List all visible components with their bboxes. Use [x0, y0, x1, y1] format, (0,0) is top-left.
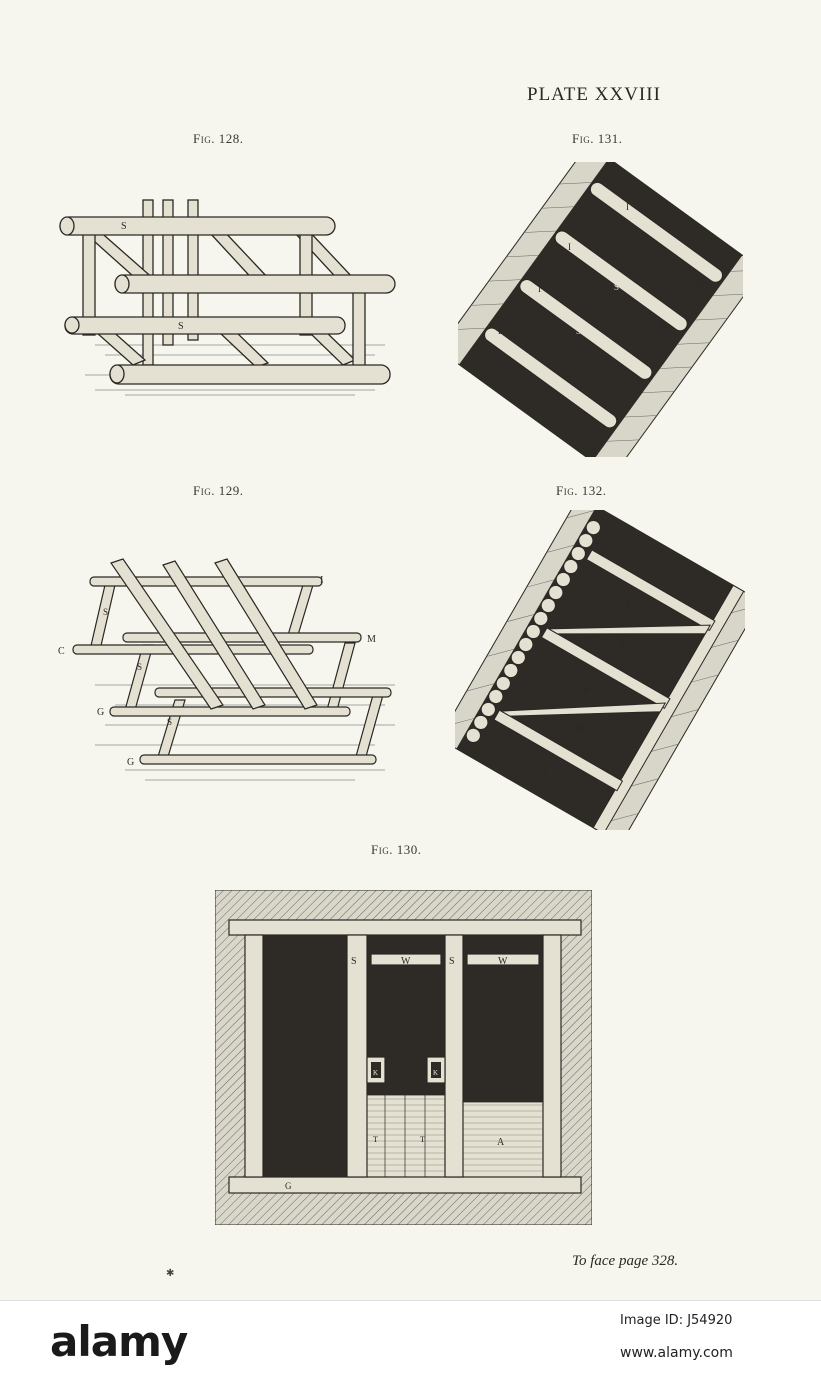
fig-128-caption: Fig. 128. [193, 131, 244, 146]
watermark-footer: alamy Image ID: J54920 www.alamy.com [0, 1300, 821, 1391]
fig-129-label-8: S [167, 717, 172, 727]
fig-129-inclined-crib: I M C G G S S S [58, 558, 395, 781]
fig-131-label-5: S [614, 282, 619, 292]
fig-131-inclined-shaft: I I I I S S S G G [458, 162, 743, 457]
fig-132-label-3: S [583, 684, 588, 694]
plate-title: PLATE XXVIII [527, 84, 661, 105]
fig-130-label-s2: S [449, 956, 455, 967]
fig-128-label-1: S [121, 221, 127, 232]
fig-132-label-1: S [625, 602, 630, 612]
fig-129-label-3: C [58, 646, 65, 657]
fig-129-label-4: G [97, 707, 104, 718]
footer-brand: alamy [50, 1317, 188, 1366]
fig-131-label-4: I [498, 326, 501, 336]
fig-131-label-3: I [538, 284, 541, 294]
fig-132-caption: Fig. 132. [556, 483, 607, 498]
fig-129-label-5: G [127, 757, 134, 768]
fig-132-label-4: N [575, 724, 582, 734]
fig-131-label-1: I [626, 202, 629, 212]
ink-speck: ✱ [166, 1268, 175, 1279]
fig-129-label-1: I [320, 575, 323, 586]
facing-page-note: To face page 328. [572, 1253, 679, 1269]
fig-130-caption: Fig. 130. [371, 842, 422, 857]
fig-131-label-7: S [540, 366, 545, 376]
fig-132-braced-shaft: S N S N S [455, 510, 745, 830]
fig-130-shaft-section: S W S W K K T T A G [215, 890, 592, 1225]
fig-128-label-2: S [178, 321, 184, 332]
fig-132-label-2: N [620, 642, 627, 652]
fig-130-label-g: G [285, 1181, 292, 1191]
fig-131-label-9: G [660, 320, 667, 330]
footer-image-id: Image ID: J54920 [620, 1313, 733, 1328]
fig-131-label-6: S [576, 326, 581, 336]
fig-129-caption: Fig. 129. [193, 483, 244, 498]
fig-130-label-a: A [497, 1137, 505, 1148]
fig-129-label-7: S [137, 662, 142, 672]
fig-132-label-5: S [541, 764, 546, 774]
fig-129-label-6: S [103, 607, 108, 617]
fig-130-label-t2: T [420, 1135, 425, 1144]
footer-url: www.alamy.com [620, 1345, 733, 1361]
fig-131-label-8: G [700, 276, 707, 286]
fig-130-label-k2: K [433, 1069, 438, 1077]
plate-page: PLATE XXVIII Fig. 128. [0, 0, 821, 1300]
fig-130-label-w2: W [498, 956, 508, 967]
fig-129-label-2: M [367, 634, 376, 645]
fig-130-label-w1: W [401, 956, 411, 967]
fig-131-label-2: I [568, 242, 571, 252]
fig-128-timber-crib: S S [59, 199, 396, 396]
fig-131-caption: Fig. 131. [572, 131, 623, 146]
fig-130-label-s1: S [351, 956, 357, 967]
fig-130-label-t1: T [373, 1135, 378, 1144]
fig-130-label-k1: K [373, 1069, 378, 1077]
